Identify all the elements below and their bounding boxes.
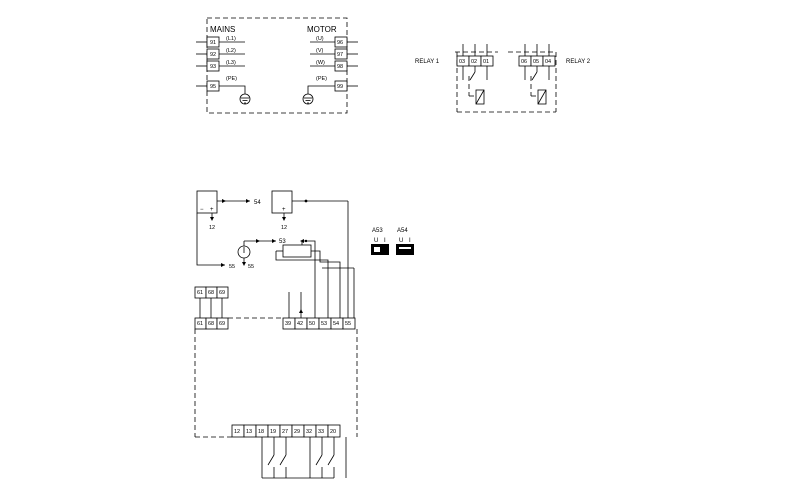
arrow-icon	[222, 199, 226, 203]
a54-label: A54	[397, 228, 408, 234]
relay2-terminal-num: 06	[521, 59, 527, 65]
digital-terminal-num: 19	[270, 429, 276, 435]
mains-terminal-num: 92	[210, 52, 216, 58]
analog-terminal-num: 55	[345, 321, 351, 327]
a54-switch-knob	[399, 247, 411, 249]
relay-section: RELAY 1 RELAY 2 03 02 01 06 05 04	[415, 44, 591, 113]
arrow-icon	[242, 262, 246, 266]
a53-label: A53	[372, 228, 383, 234]
motor-terminal-tag: (PE)	[316, 76, 327, 82]
power-section: MAINS MOTOR 91 92 93 95 (L1) (L2) (L3) (…	[196, 17, 358, 114]
digital-terminal-num: 13	[246, 429, 252, 435]
a53-u-label: U	[374, 238, 378, 244]
pot-ref-53: 53	[279, 239, 286, 245]
analog-terminal-num: 39	[285, 321, 291, 327]
relay1-label: RELAY 1	[415, 59, 440, 65]
mains-terminal-tag: (L2)	[226, 48, 236, 54]
a54-i-label: I	[409, 238, 411, 244]
mains-terminal-tag: (L1)	[226, 36, 236, 42]
arrow-icon	[300, 239, 304, 243]
meter-ref-55-a: 55	[229, 264, 235, 270]
digital-terminal-num: 33	[318, 429, 324, 435]
analog-terminal	[216, 317, 229, 330]
comm-terminal	[216, 286, 229, 299]
mains-terminal-tag: (PE)	[226, 76, 237, 82]
motor-terminal-num: 96	[337, 40, 343, 46]
analog-terminal-num: 68	[208, 321, 214, 327]
motor-terminal-tag: (U)	[316, 36, 324, 42]
supply-ref-12-left: 12	[209, 225, 215, 231]
plus-sign: +	[282, 207, 286, 213]
relay2-terminal-num: 04	[545, 59, 551, 65]
arrow-icon	[282, 217, 286, 221]
arrow-icon	[272, 239, 276, 243]
motor-terminal-tag: (W)	[316, 60, 325, 66]
motor-terminal-num: 98	[337, 64, 343, 70]
relay2-terminal-num: 05	[533, 59, 539, 65]
relay1-terminal-num: 03	[459, 59, 465, 65]
supply-ref-54: 54	[254, 200, 261, 206]
ground-icon	[239, 93, 251, 105]
digital-terminal-num: 12	[234, 429, 240, 435]
analog-terminal	[342, 317, 356, 330]
dip-switches: A53 A54 U I U I	[371, 228, 414, 255]
analog-terminal-num: 42	[297, 321, 303, 327]
relay1-terminal-num: 02	[471, 59, 477, 65]
digital-terminal-num: 29	[294, 429, 300, 435]
analog-terminal-num: 53	[321, 321, 327, 327]
dc-supply-right	[271, 190, 293, 214]
minus-sign: −	[200, 207, 204, 213]
comm-terminal-num: 69	[219, 290, 225, 296]
control-section: − + 54 12 + 12 53 55 55	[194, 190, 358, 479]
comm-terminal-num: 68	[208, 290, 214, 296]
relay2-label: RELAY 2	[566, 59, 591, 65]
ground-icon	[302, 93, 314, 105]
motor-label: MOTOR	[307, 25, 337, 34]
digital-terminal-num: 18	[258, 429, 264, 435]
mains-terminal-num: 91	[210, 40, 216, 46]
arrow-icon	[246, 199, 250, 203]
analog-terminal-num: 50	[309, 321, 315, 327]
a54-switch[interactable]	[396, 244, 414, 255]
a53-i-label: I	[384, 238, 386, 244]
mains-terminal-tag: (L3)	[226, 60, 236, 66]
arrow-icon	[221, 263, 225, 267]
digital-terminal-num: 20	[330, 429, 336, 435]
motor-terminal-tag: (V)	[316, 48, 324, 54]
analog-terminal-num: 69	[219, 321, 225, 327]
a54-u-label: U	[399, 238, 403, 244]
potentiometer	[282, 244, 312, 258]
digital-terminal-num: 27	[282, 429, 288, 435]
arrow-icon	[299, 309, 303, 313]
analog-terminal-num: 54	[333, 321, 339, 327]
plus-sign: +	[210, 207, 214, 213]
supply-ref-12-right: 12	[281, 225, 287, 231]
motor-terminal-num: 97	[337, 52, 343, 58]
arrow-icon	[256, 239, 260, 243]
digital-terminal-num: 32	[306, 429, 312, 435]
dc-supply-left	[196, 190, 218, 214]
motor-terminal-num: 99	[337, 84, 343, 90]
mains-label: MAINS	[210, 25, 235, 34]
a53-switch-knob	[374, 247, 380, 252]
meter-ref-55-b: 55	[248, 264, 254, 270]
analog-terminal-num: 61	[197, 321, 203, 327]
mains-terminal-num: 93	[210, 64, 216, 70]
mains-terminal-num: 95	[210, 84, 216, 90]
relay1-terminal-num: 01	[483, 59, 489, 65]
comm-terminal-num: 61	[197, 290, 203, 296]
arrow-icon	[210, 217, 214, 221]
